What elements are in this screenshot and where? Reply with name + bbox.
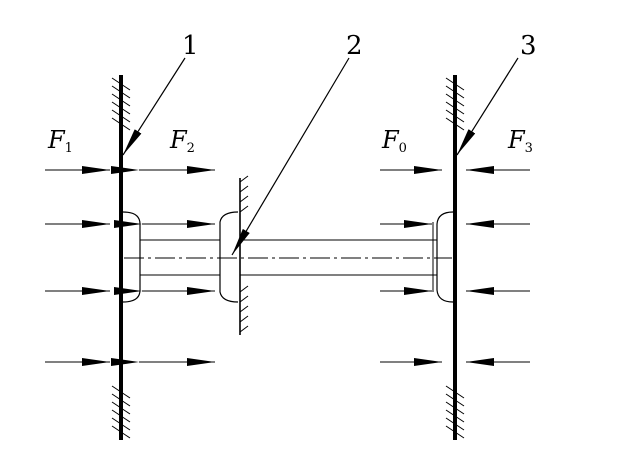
leader-lines [122, 57, 519, 256]
force-label-f3: F3 [507, 126, 533, 156]
force-label-f0: F0 [381, 126, 407, 156]
left-plate-top-hatch [111, 77, 131, 131]
middle-support [219, 175, 249, 335]
force-label-f2: F2 [169, 126, 195, 156]
part-label-2: 2 [346, 31, 363, 61]
short-shaft [140, 239, 220, 276]
f1-arrows [45, 166, 110, 366]
middle-support-hatch [239, 175, 249, 333]
f2-arrows [111, 166, 215, 366]
force-label-f1: F1 [47, 126, 73, 156]
right-plate-top-hatch [445, 77, 465, 131]
middle-support-seal-left [219, 211, 239, 303]
f0-arrows [380, 166, 442, 366]
part-label-3: 3 [520, 31, 537, 61]
f3-arrows [466, 166, 530, 366]
left-plate [111, 75, 141, 440]
right-plate-seal [436, 211, 454, 303]
right-plate [436, 75, 465, 440]
part-label-1: 1 [182, 31, 199, 61]
left-plate-seal [122, 211, 141, 303]
left-plate-bottom-hatch [111, 385, 131, 439]
right-plate-bottom-hatch [445, 385, 465, 439]
long-shaft [240, 222, 437, 292]
